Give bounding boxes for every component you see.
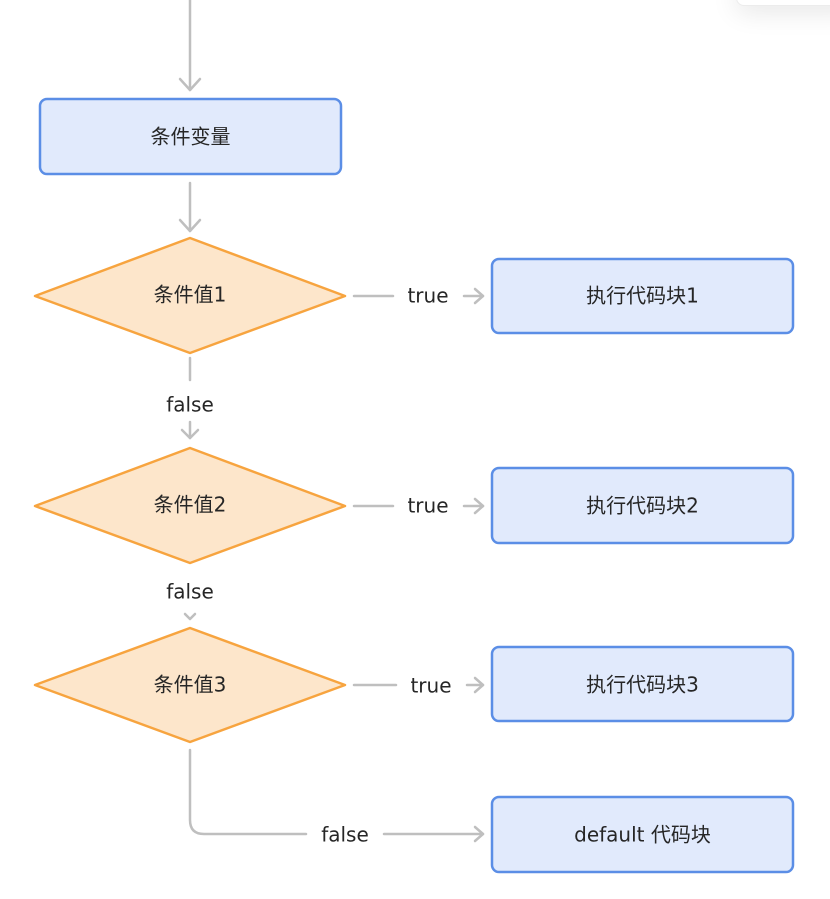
- condition-2-label: 条件值2: [154, 493, 227, 517]
- start-node-label: 条件变量: [151, 125, 231, 149]
- edge-condition-3-false: [188, 748, 485, 843]
- action-1-box: [490, 257, 795, 335]
- action-3-label: 执行代码块3: [586, 673, 699, 697]
- default-node-label: default 代码块: [574, 823, 711, 847]
- condition-2-diamond: [33, 446, 347, 565]
- edge-condition-2-false: [183, 612, 197, 621]
- edge-incoming-to-start: [178, 0, 202, 92]
- condition-3-false-label: false: [321, 823, 369, 847]
- edge-condition-1-true: [352, 287, 485, 305]
- condition-3-true-label: true: [410, 674, 451, 698]
- action-3-box: [490, 645, 795, 723]
- action-2-box: [490, 466, 795, 545]
- condition-3-diamond: [33, 626, 347, 744]
- condition-3-label: 条件值3: [154, 673, 227, 697]
- condition-1-false-label: false: [166, 393, 214, 417]
- condition-1-label: 条件值1: [154, 283, 227, 307]
- edge-condition-1-false: [180, 356, 200, 440]
- edge-condition-2-true: [352, 497, 485, 515]
- edge-condition-3-true: [352, 676, 485, 694]
- start-node-box: [38, 97, 343, 176]
- condition-2-false-label: false: [166, 580, 214, 604]
- condition-2-true-label: true: [407, 494, 448, 518]
- condition-1-true-label: true: [407, 284, 448, 308]
- action-2-label: 执行代码块2: [586, 494, 699, 518]
- action-1-label: 执行代码块1: [586, 284, 699, 308]
- default-node-box: [490, 795, 795, 874]
- condition-1-diamond: [33, 236, 347, 355]
- edge-start-to-condition-1: [178, 181, 202, 233]
- floating-panel: [736, 0, 830, 6]
